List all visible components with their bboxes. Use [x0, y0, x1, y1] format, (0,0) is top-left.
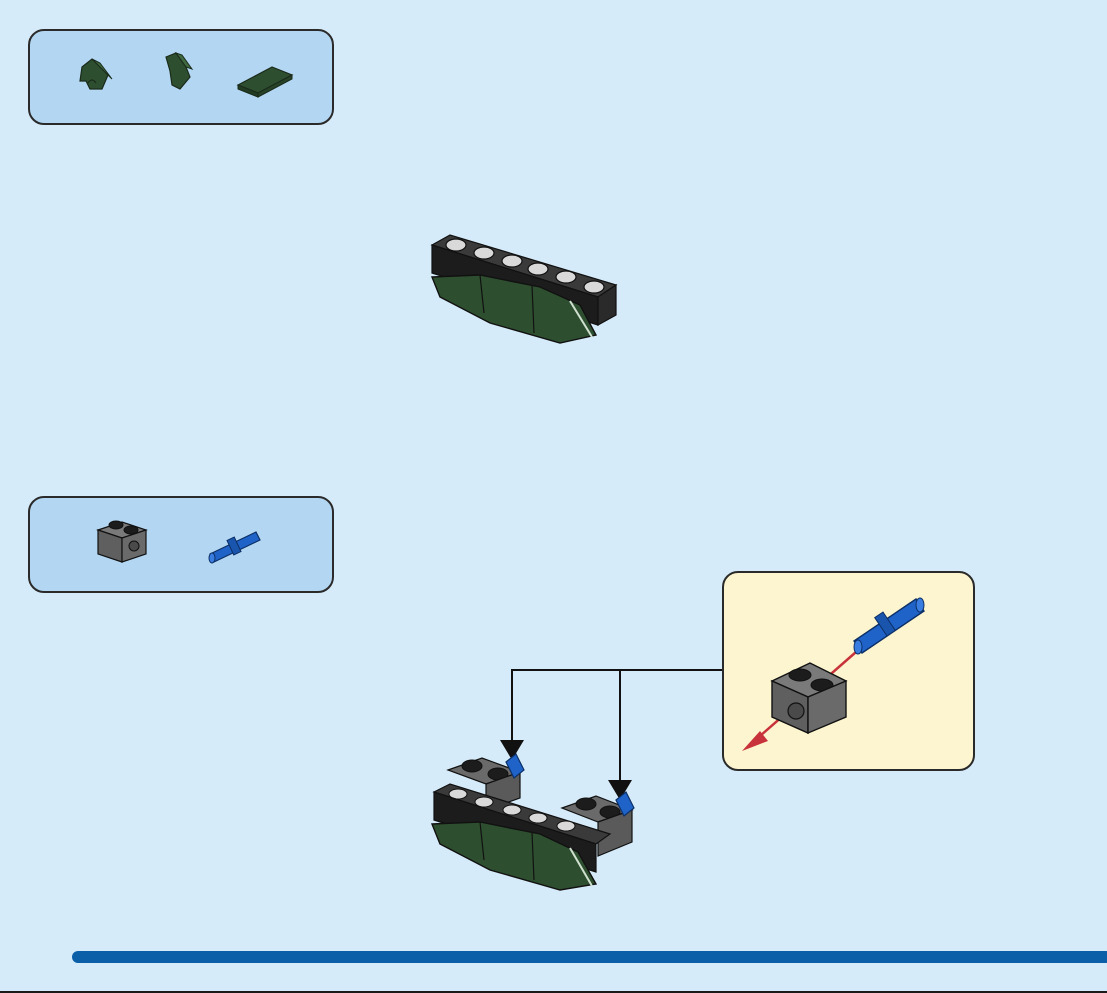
dark-gray-technic-brick-icon: [772, 663, 846, 733]
accent-bar: [72, 951, 1107, 963]
assembly-with-technic-bricks: [420, 752, 650, 892]
green-wedge-right-icon: [166, 53, 192, 89]
parts-list-step-2: [28, 496, 334, 593]
blue-technic-pin-icon: [209, 532, 260, 563]
green-tile-icon: [238, 67, 292, 97]
parts-list-step-1-art: [30, 31, 336, 127]
parts-list-step-2-art: [30, 498, 336, 595]
pin-insertion-art: [724, 573, 977, 773]
parts-list-step-1: [28, 29, 334, 125]
blue-technic-pin-icon: [854, 598, 924, 654]
green-curved-brick-assembly: [420, 225, 630, 355]
green-wedge-left-icon: [80, 59, 112, 89]
dark-gray-technic-brick-icon: [98, 521, 146, 562]
pin-insertion-detail: [722, 571, 975, 771]
